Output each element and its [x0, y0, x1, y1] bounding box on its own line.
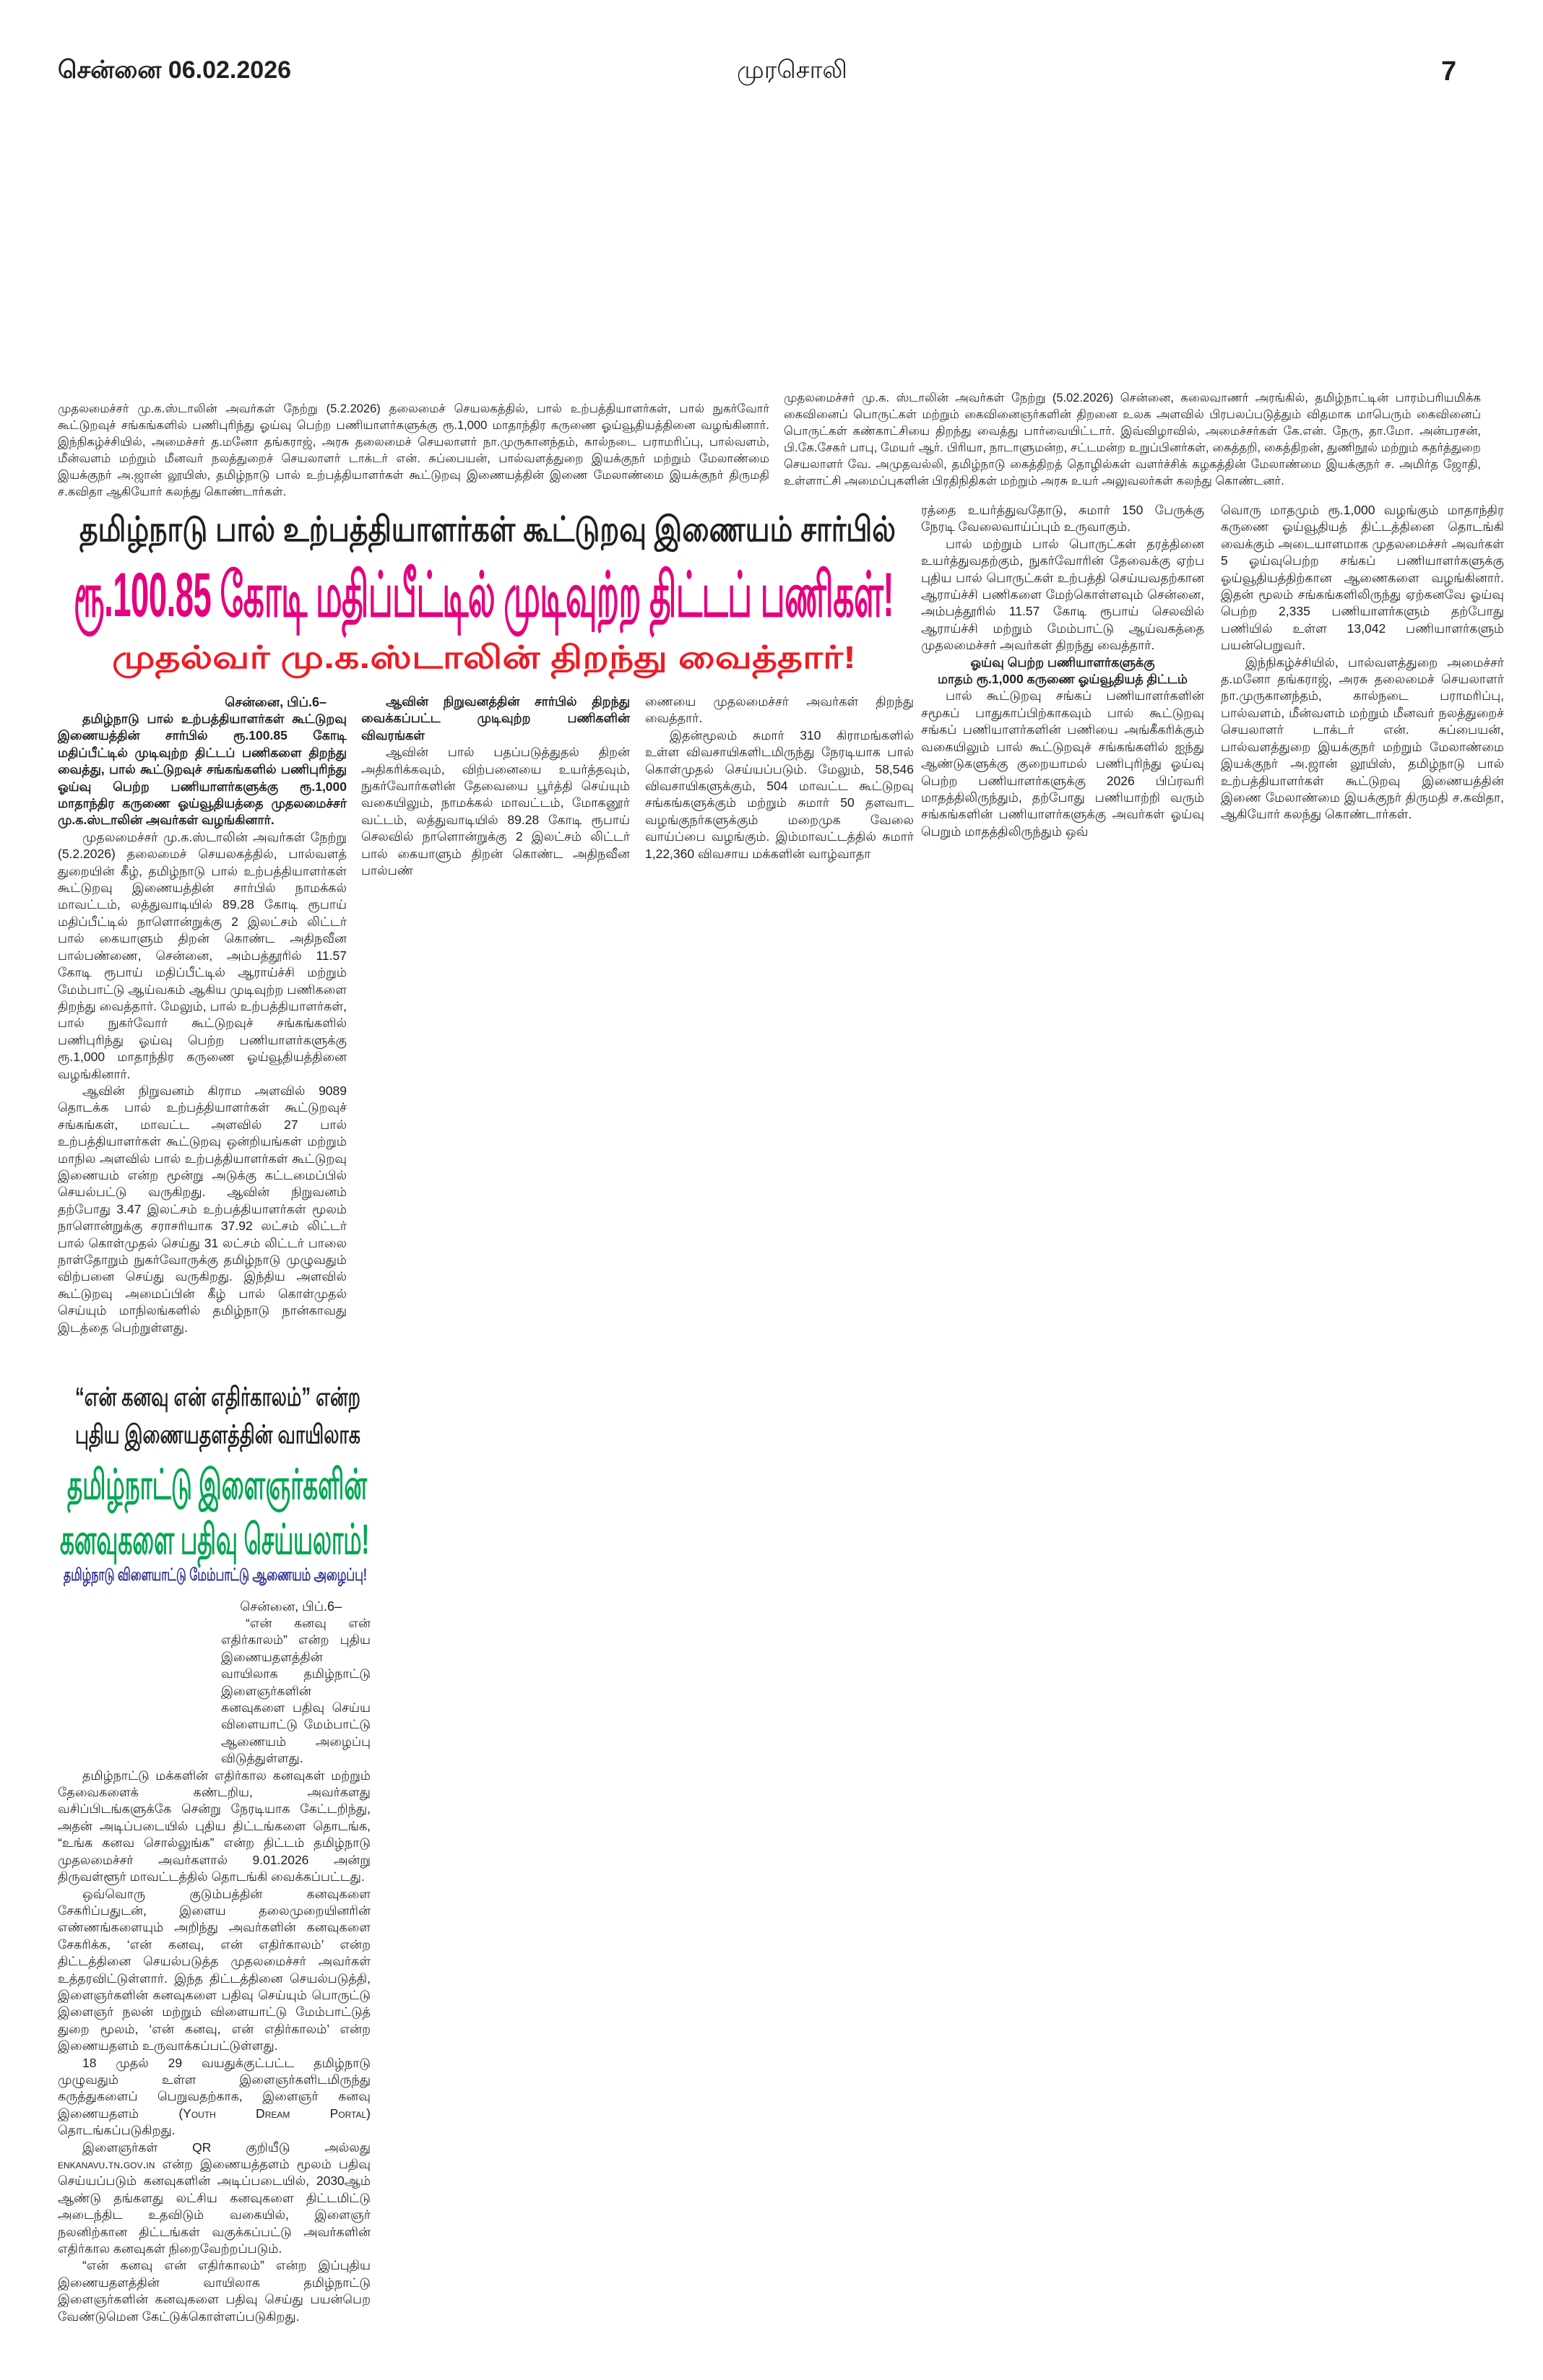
- article2-headline-line2: கனவுகளை பதிவு செய்யலாம்!: [60, 1516, 369, 1563]
- article2-body: சென்னை, பிப்.6– “என் கனவு என் எதிர்காலம்…: [58, 1598, 371, 2325]
- article1-paragraph: ணையை முதலமைச்சர் அவர்கள் திறந்து வைத்தார…: [645, 694, 914, 726]
- article2-paragraph: ஒவ்வொரு குடும்பத்தின் கனவுகளை சேகரிப்பது…: [58, 1886, 371, 2054]
- article1-column-2: ஆவின் நிறுவனத்தின் சார்பில் திறந்து வைக்…: [361, 693, 630, 879]
- photo-caption-left: முதலமைச்சர் மு.க.ஸ்டாலின் அவர்கள் நேற்று…: [58, 402, 769, 498]
- article2-paragraph: தமிழ்நாட்டு மக்களின் எதிர்கால கனவுகள் மற…: [58, 1767, 371, 1884]
- article1-dateline: சென்னை, பிப்.6–: [225, 695, 327, 709]
- article1-column-5: வொரு மாதமும் ரூ.1,000 வழங்கும் மாதாந்திர…: [1221, 502, 1504, 823]
- article2-headline-line1: தமிழ்நாட்டு இளைஞர்களின்: [67, 1461, 367, 1508]
- page-number: 7: [1441, 56, 1457, 87]
- article2-kicker-line1: “என் கனவு என் எதிர்காலம்” என்ற: [75, 1382, 360, 1411]
- section-heading-aavin-works: ஆவின் நிறுவனத்தின் சார்பில் திறந்து வைக்…: [361, 694, 630, 743]
- article1-paragraph: பால் கூட்டுறவு சங்கப் பணியாளர்களின் சமூக…: [921, 688, 1204, 839]
- article1-paragraph: பால் மற்றும் பால் பொருட்கள் தரத்தினை உயர…: [921, 536, 1204, 653]
- article1-subheadline-wrap: முதல்வர் மு.க.ஸ்டாலின் திறந்து வைத்தார்!: [112, 640, 856, 680]
- article2-paragraph: 18 முதல் 29 வயதுக்குட்பட்ட தமிழ்நாடு முழ…: [58, 2055, 371, 2139]
- article2-paragraph: “என் கனவு என் எதிர்காலம்” என்ற இப்புதிய …: [58, 2258, 371, 2324]
- article1-paragraph: முதலமைச்சர் மு.க.ஸ்டாலின் அவர்கள் நேற்று…: [58, 829, 347, 1081]
- article1-paragraph: வொரு மாதமும் ரூ.1,000 வழங்கும் மாதாந்திர…: [1221, 503, 1504, 653]
- section-heading-pension-line1: ஓய்வு பெற்ற பணியாளர்களுக்கு: [970, 654, 1155, 670]
- photo-caption-right: முதலமைச்சர் மு.க. ஸ்டாலின் அவர்கள் நேற்ற…: [784, 391, 1481, 488]
- section-heading-pension-line2: மாதம் ரூ.1,000 கருணை ஓய்வூதியத் திட்டம்: [938, 672, 1188, 687]
- portal-name: Youth Dream Portal: [183, 2106, 367, 2121]
- article1-paragraph: இதன்மூலம் சுமார் 310 கிராமங்களில் உள்ள வ…: [645, 727, 914, 861]
- article1-headline-wrap: ரூ.100.85 கோடி மதிப்பீட்டில் முடிவுற்ற த…: [74, 560, 1543, 639]
- article1-lead: தமிழ்நாடு பால் உற்பத்தியாளர்கள் கூட்டுறவ…: [58, 711, 347, 828]
- website-url: enkanavu.tn.gov.in: [58, 2157, 155, 2171]
- article2-subheadline-wrap: தமிழ்நாடு விளையாட்டு மேம்பாட்டு ஆணையம் அ…: [64, 1565, 527, 1587]
- article2-subheadline: தமிழ்நாடு விளையாட்டு மேம்பாட்டு ஆணையம் அ…: [64, 1565, 367, 1585]
- text-segment: என்ற இணையத்தளம் மூலம் பதிவு செய்யப்படும்…: [58, 2157, 371, 2256]
- article2-headline1-wrap: தமிழ்நாட்டு இளைஞர்களின்: [67, 1461, 600, 1515]
- text-segment: இளைஞர்கள் QR குறியீடு அல்லது: [82, 2139, 371, 2155]
- article2-paragraph: “என் கனவு என் எதிர்காலம்” என்ற புதிய இணை…: [221, 1616, 371, 1766]
- photo-handicraft-exhibition: [784, 108, 1481, 376]
- article1-kicker-wrap: தமிழ்நாடு பால் உற்பத்தியாளர்கள் கூட்டுறவ…: [79, 510, 1073, 554]
- article1-kicker: தமிழ்நாடு பால் உற்பத்தியாளர்கள் கூட்டுறவ…: [79, 511, 896, 549]
- article2-kicker1-wrap: “என் கனவு என் எதிர்காலம்” என்ற: [75, 1382, 479, 1416]
- article1-column-4: ரத்தை உயர்த்துவதோடு, சுமார் 150 பேருக்கு…: [921, 502, 1204, 840]
- article1-paragraph: இந்நிகழ்ச்சியில், பால்வளத்துறை அமைச்சர் …: [1221, 654, 1504, 822]
- article2-image-space: [58, 1598, 221, 1758]
- article2-kicker-line2: புதிய இணையதளத்தின் வாயிலாக: [75, 1419, 360, 1449]
- article1-headline: ரூ.100.85 கோடி மதிப்பீட்டில் முடிவுற்ற த…: [74, 561, 894, 630]
- article2-kicker2-wrap: புதிய இணையதளத்தின் வாயிலாக: [75, 1419, 479, 1453]
- article1-paragraph: ஆவின் பால் பதப்படுத்துதல் திறன் அதிகரிக்…: [361, 745, 630, 878]
- text-segment: 18 முதல் 29 வயதுக்குட்பட்ட தமிழ்நாடு முழ…: [58, 2055, 371, 2121]
- masthead: முரசொலி: [737, 56, 847, 84]
- article2-headline2-wrap: கனவுகளை பதிவு செய்யலாம்!: [60, 1515, 633, 1570]
- article1-paragraph: ரத்தை உயர்த்துவதோடு, சுமார் 150 பேருக்கு…: [921, 503, 1204, 535]
- photo-milk-pension-event: [58, 108, 769, 376]
- article1-column-1: சென்னை, பிப்.6– தமிழ்நாடு பால் உற்பத்திய…: [58, 693, 347, 1336]
- article1-subheadline: முதல்வர் மு.க.ஸ்டாலின் திறந்து வைத்தார்!: [112, 640, 856, 675]
- article2-paragraph: இளைஞர்கள் QR குறியீடு அல்லது enkanavu.tn…: [58, 2139, 371, 2258]
- text-segment: ) தொடங்கப்படுகிறது.: [58, 2106, 371, 2138]
- issue-dateline: சென்னை 06.02.2026: [58, 56, 292, 84]
- article2-dateline: சென்னை, பிப்.6–: [240, 1599, 342, 1614]
- article1-paragraph: ஆவின் நிறுவனம் கிராம அளவில் 9089 தொடக்க …: [58, 1083, 347, 1335]
- article1-column-3: ணையை முதலமைச்சர் அவர்கள் திறந்து வைத்தார…: [645, 693, 914, 862]
